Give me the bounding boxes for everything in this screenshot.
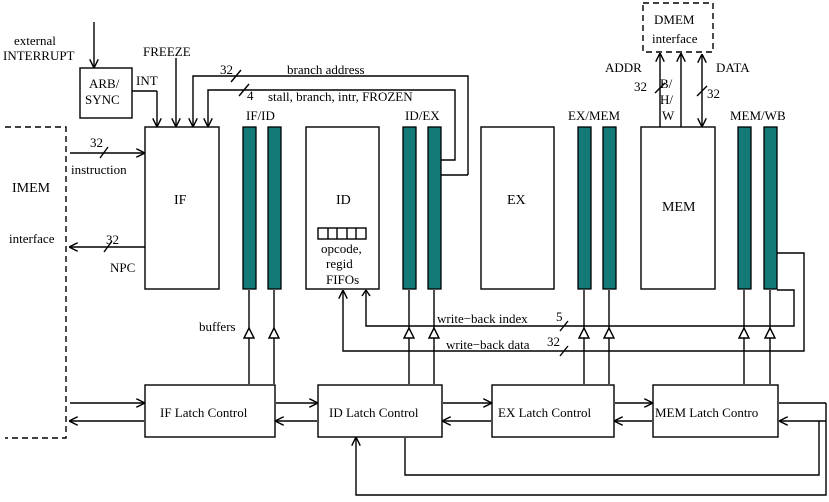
sync-label: SYNC xyxy=(85,92,120,107)
data-label: DATA xyxy=(716,60,750,75)
memwb-latch-2 xyxy=(763,126,778,290)
idex-latch-1 xyxy=(402,126,417,290)
bus-width-stall: 4 xyxy=(247,88,254,103)
mem-latch-control xyxy=(652,384,779,438)
latch-control-arrows xyxy=(70,403,827,496)
ifid-latch-2 xyxy=(267,126,282,290)
bus-width-data: 32 xyxy=(707,86,720,101)
memwb-label: MEM/WB xyxy=(730,108,786,123)
exmem-label: EX/MEM xyxy=(568,108,620,123)
external-label: external xyxy=(14,33,56,48)
mem-latch-label: MEM Latch Contro xyxy=(655,405,758,420)
fifo-cells xyxy=(317,227,367,240)
bus-width-instruction: 32 xyxy=(90,135,103,150)
int-label: INT xyxy=(136,73,158,88)
memwb-latch-1 xyxy=(737,126,752,290)
arb-label: ARB/ xyxy=(89,76,120,91)
exmem-latch-2 xyxy=(602,126,617,290)
freeze-label: FREEZE xyxy=(143,44,191,59)
bus-width-wb-index: 5 xyxy=(556,309,563,324)
ex-latch-control xyxy=(491,384,615,438)
idex-latch-2 xyxy=(427,126,442,290)
id-block xyxy=(305,126,380,290)
instruction-label: instruction xyxy=(71,162,127,177)
wb-index-label: write−back index xyxy=(437,311,528,326)
id-latch-control xyxy=(317,384,443,438)
bus-width-addr: 32 xyxy=(634,79,647,94)
bus-width-branch: 32 xyxy=(220,62,233,77)
bus-width-wb-data: 32 xyxy=(547,334,560,349)
ifid-label: IF/ID xyxy=(246,108,275,123)
dmem-interface-box xyxy=(642,2,714,53)
imem-interface-label: interface xyxy=(9,231,55,246)
arb-sync-block xyxy=(79,67,133,119)
branch-address-bus xyxy=(193,75,469,160)
buffers xyxy=(242,290,777,384)
buffers-label: buffers xyxy=(199,319,236,334)
id-label: ID xyxy=(336,193,351,208)
imem-label: IMEM xyxy=(12,181,51,196)
ex-block xyxy=(480,126,555,290)
branch-address-label: branch address xyxy=(287,62,365,77)
ex-latch-label: EX Latch Control xyxy=(498,405,592,420)
wb-index-line xyxy=(365,289,795,327)
wb-data-label: write−back data xyxy=(446,337,530,352)
npc-label: NPC xyxy=(110,260,135,275)
if-latch-control xyxy=(144,384,276,438)
imem-boundary xyxy=(5,126,67,439)
h-label: H/ xyxy=(660,92,673,107)
idex-label: ID/EX xyxy=(405,108,440,123)
id-latch-label: ID Latch Control xyxy=(329,405,419,420)
mem-block xyxy=(640,126,716,290)
b-label: B/ xyxy=(660,76,673,91)
interrupt-label: INTERRUPT xyxy=(3,48,75,63)
ex-label: EX xyxy=(507,193,526,208)
fifos-label: FIFOs xyxy=(326,272,359,287)
opcode-label: opcode, xyxy=(321,241,362,256)
if-latch-label: IF Latch Control xyxy=(160,405,248,420)
exmem-latch-1 xyxy=(577,126,592,290)
w-label: W xyxy=(662,108,675,123)
dmem-label: DMEM xyxy=(654,12,695,27)
if-label: IF xyxy=(174,193,187,208)
ifid-latch-1 xyxy=(242,126,257,290)
stall-bus xyxy=(208,89,456,161)
if-block xyxy=(144,126,220,290)
stall-label: stall, branch, intr, FROZEN xyxy=(268,89,413,104)
bus-width-npc: 32 xyxy=(106,232,119,247)
wb-data-line xyxy=(343,252,805,352)
mem-label: MEM xyxy=(662,200,696,215)
regid-label: regid xyxy=(326,256,353,271)
addr-label: ADDR xyxy=(605,60,642,75)
dmem-interface-label: interface xyxy=(652,31,698,46)
